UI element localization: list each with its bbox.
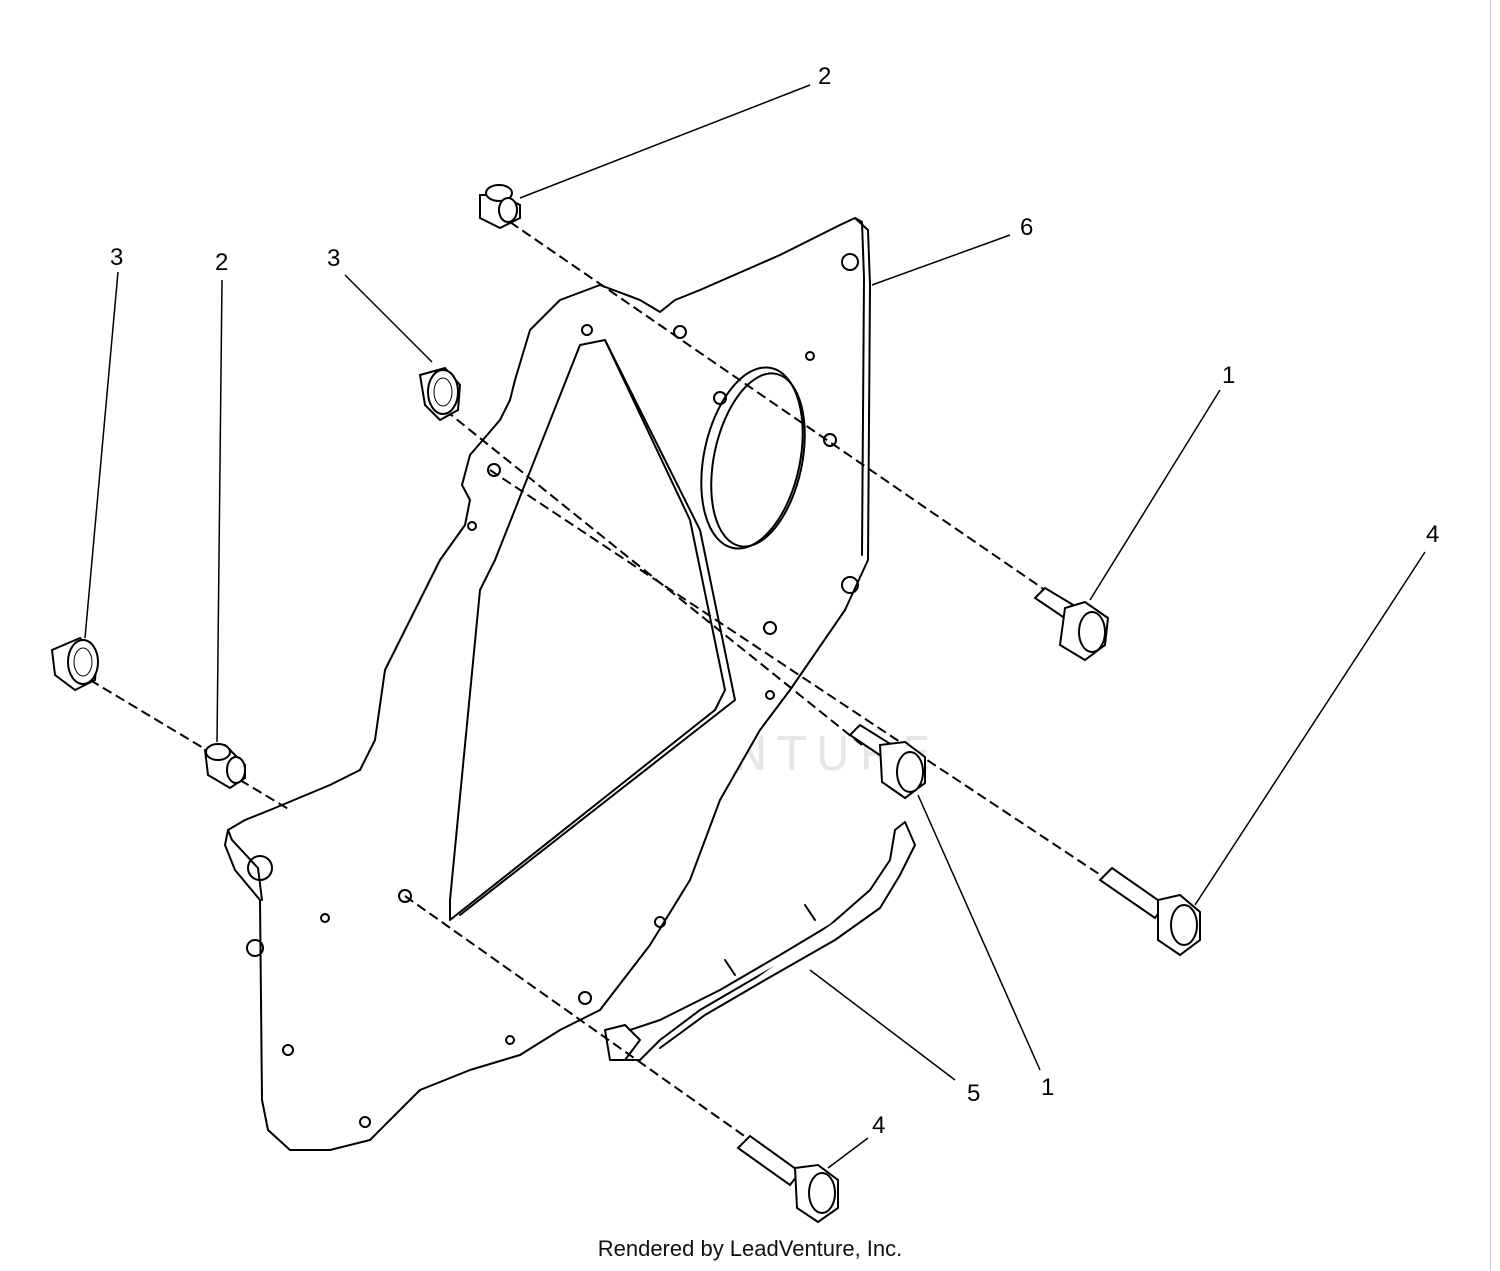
callout-4-right: 4: [1426, 521, 1439, 548]
callout-6: 6: [1020, 214, 1033, 241]
flange-nut-top: [418, 366, 462, 422]
spacer-top: [479, 184, 521, 230]
harness-cover: [604, 821, 916, 1061]
alignment-lines: [89, 221, 1106, 1141]
leader-lines: [84, 84, 1426, 1169]
spacer-left: [203, 743, 246, 790]
callout-1-bottom: 1: [1041, 1074, 1054, 1101]
flange-nut-left: [50, 636, 99, 692]
callout-2-left: 2: [215, 249, 228, 276]
bolt-1-top: [1033, 586, 1110, 662]
callout-3-top: 3: [327, 245, 340, 272]
callout-3-left: 3: [110, 244, 123, 271]
engine-plate: [224, 217, 871, 1151]
callout-labels: 2 6 3 2 3 1 4 5 1 4: [110, 63, 1439, 1139]
bolt-4-bottom: [736, 1134, 839, 1224]
callout-1-top: 1: [1222, 362, 1235, 389]
callout-2-top: 2: [818, 63, 831, 90]
bolt-4-right: [1098, 866, 1201, 957]
callout-4-bottom: 4: [872, 1112, 885, 1139]
rendered-by-footer: Rendered by LeadVenture, Inc.: [597, 1236, 903, 1261]
bolt-1-middle: [848, 723, 926, 800]
callout-5: 5: [967, 1080, 980, 1107]
right-edge-border: [1490, 0, 1491, 1271]
